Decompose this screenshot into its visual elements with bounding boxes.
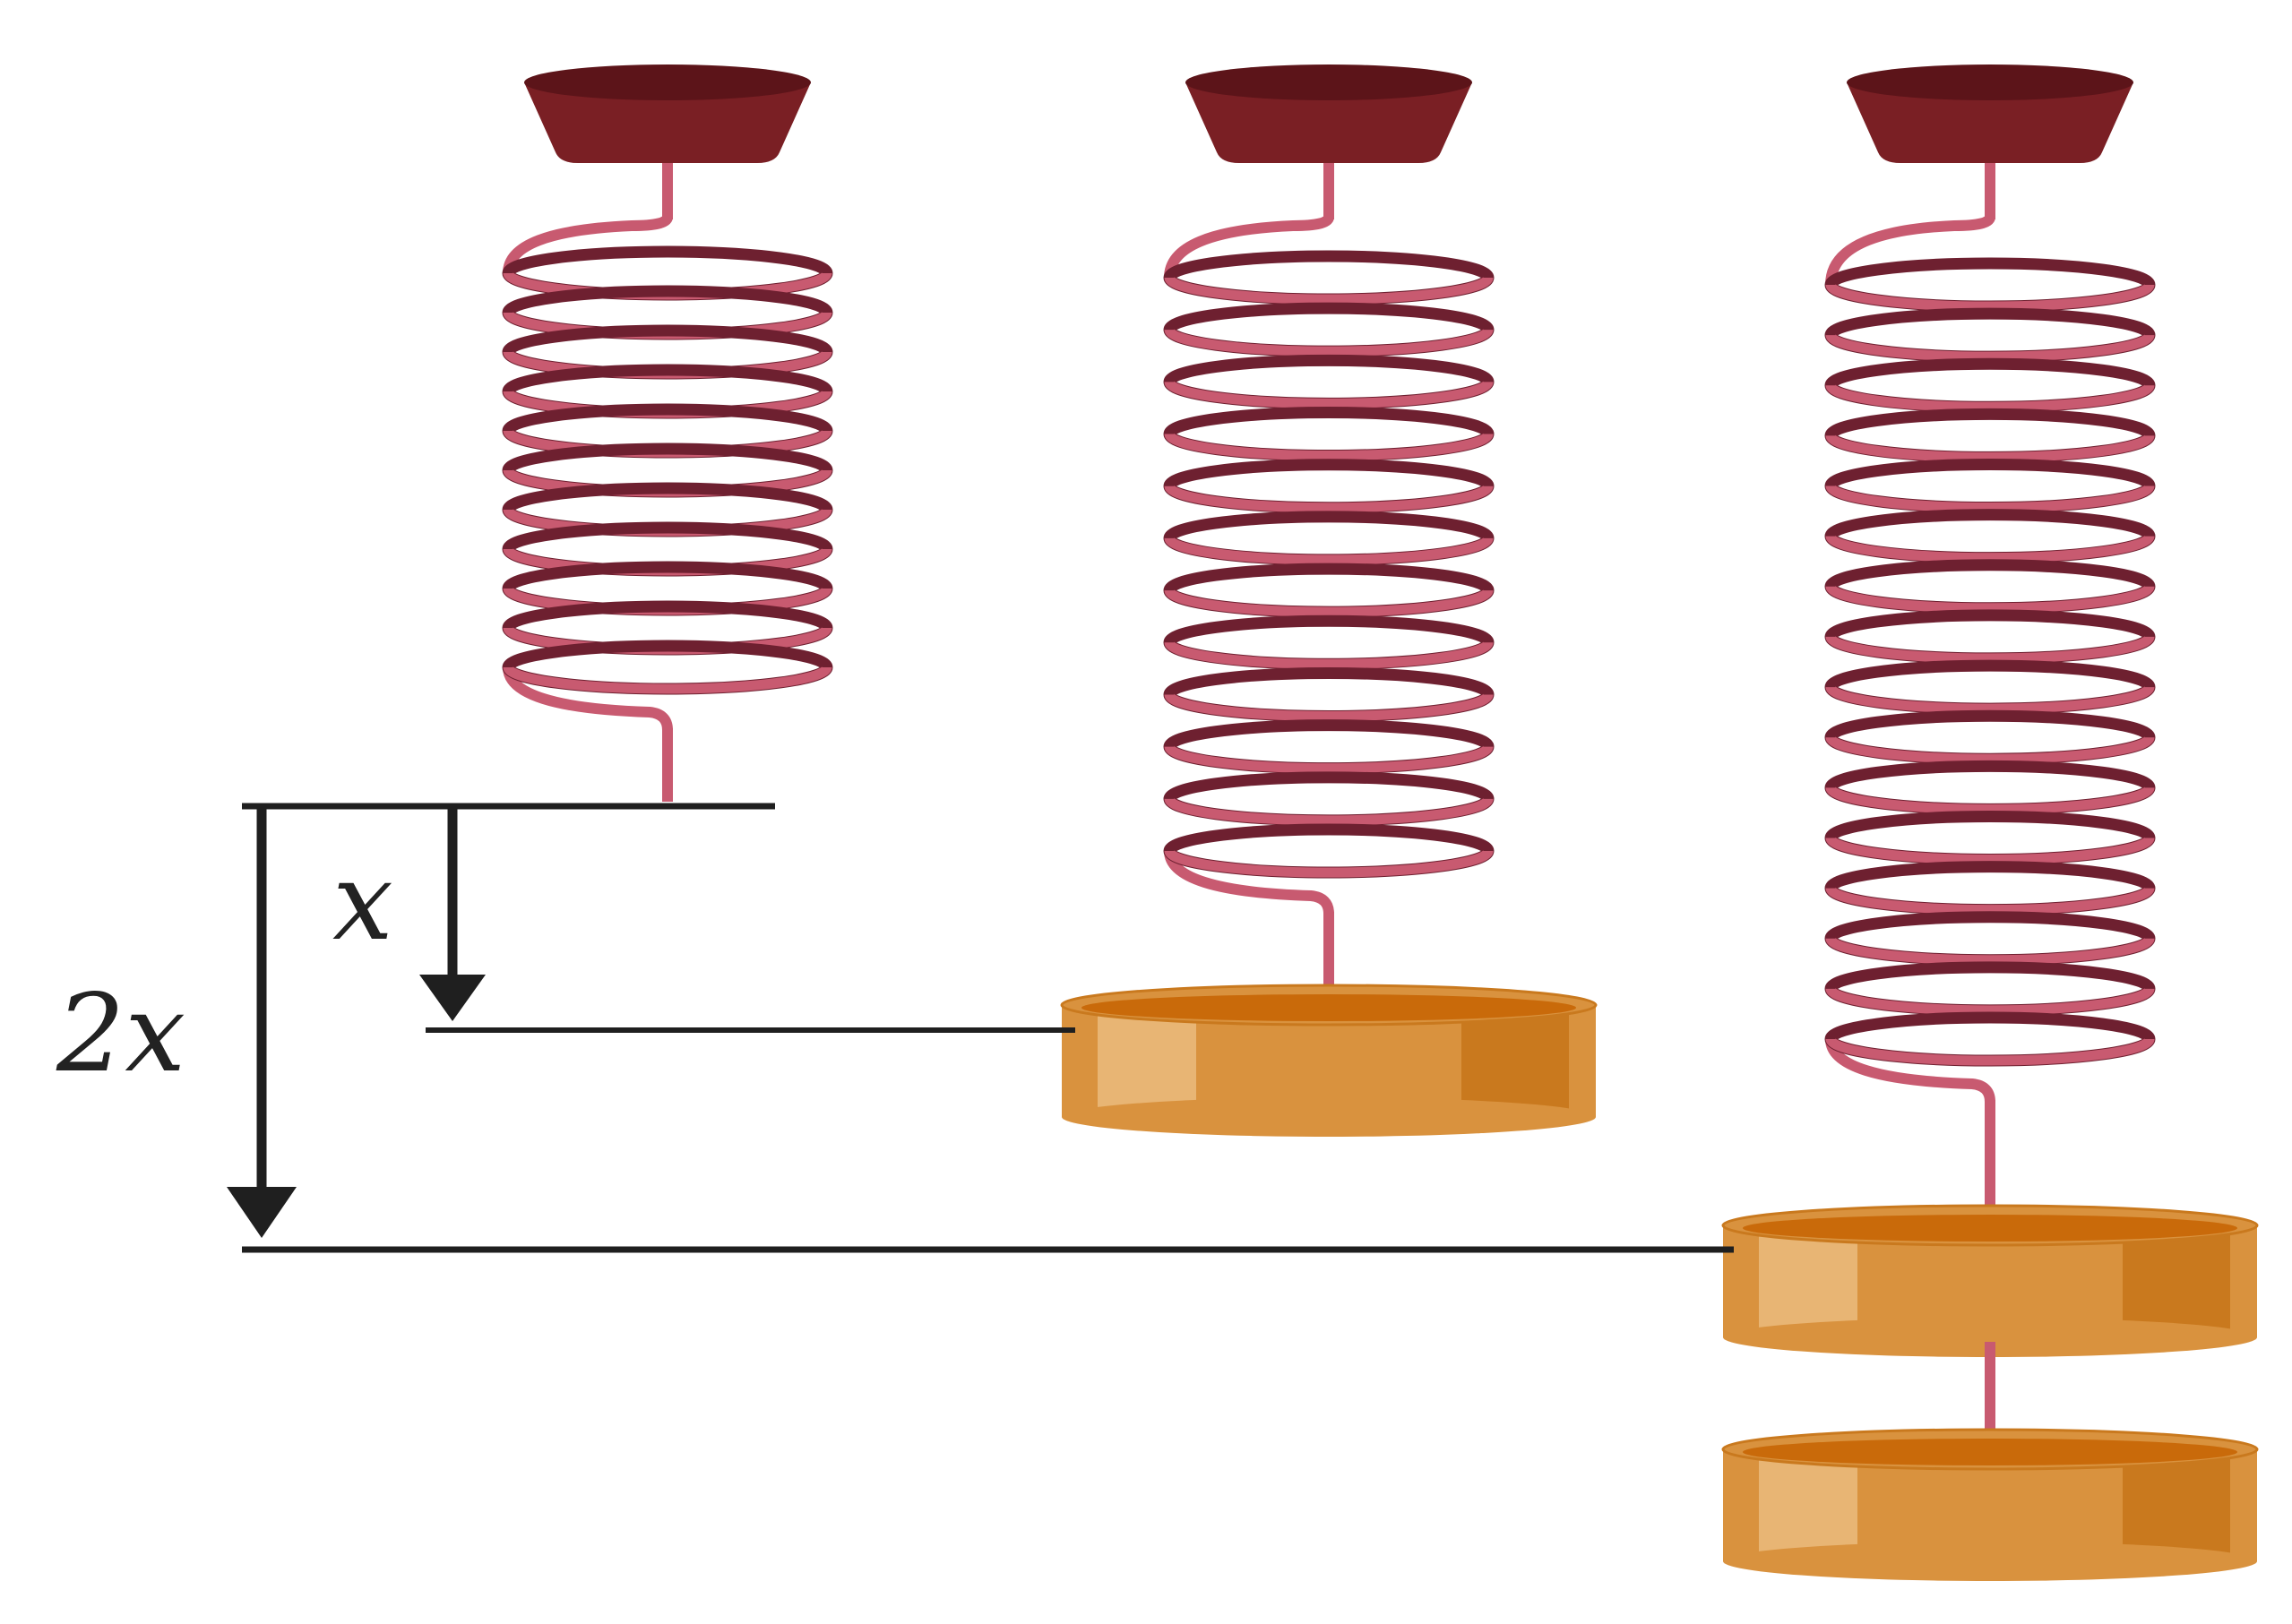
spring-1-bottom-lead xyxy=(503,666,673,731)
spring-3-mass-1-shade xyxy=(2123,1229,2230,1334)
spring-3-mass-1-highlight xyxy=(1759,1229,1857,1334)
spring-3-coil-front xyxy=(1825,836,2155,864)
spring-3-coil-front xyxy=(1825,987,2155,1016)
spring-3-coil-front xyxy=(1825,283,2155,312)
spring-3 xyxy=(1721,64,2259,1581)
spring-3-mount-top xyxy=(1847,64,2133,100)
spring-2-mass-1-shade xyxy=(1461,1009,1569,1113)
spring-3-coil-front xyxy=(1825,786,2155,814)
spring-3-mass-1-bottom-rim xyxy=(1723,1318,2257,1357)
spring-3-coil-front xyxy=(1825,635,2155,664)
extension-2x-arrow xyxy=(227,808,297,1238)
spring-2-mount-top xyxy=(1185,64,1472,100)
spring-3-mass-2-top-recess xyxy=(1743,1439,2237,1465)
spring-3-mass-2 xyxy=(1721,1428,2259,1581)
spring-3-coil-front xyxy=(1825,937,2155,966)
spring-2-coil-front xyxy=(1164,276,1494,305)
x-arrowhead xyxy=(419,975,486,1021)
spring-2-mass-1 xyxy=(1060,984,1598,1137)
spring-3-coil-front xyxy=(1825,585,2155,614)
spring-2-coil-front xyxy=(1164,485,1494,513)
x-label: x xyxy=(332,840,393,965)
spring-3-mass-2-highlight xyxy=(1759,1453,1857,1558)
2x-arrowhead xyxy=(227,1187,297,1238)
reference-lines xyxy=(242,803,1734,1253)
spring-3-mass-2-bottom-rim xyxy=(1723,1542,2257,1581)
spring-3-coil-front xyxy=(1825,484,2155,513)
spring-2-coil-front xyxy=(1164,328,1494,357)
spring-2-coil-front xyxy=(1164,380,1494,408)
spring-1-mount xyxy=(524,82,811,163)
spring-3-coil-front xyxy=(1825,685,2155,714)
spring-3-bottom-lead xyxy=(1825,1038,1995,1103)
spring-3-coil-front xyxy=(1825,886,2155,915)
spring-3-coil-front xyxy=(1825,735,2155,764)
spring-2-coil-front xyxy=(1164,849,1494,878)
spring-2-mount xyxy=(1185,82,1472,163)
spring-3-mass-1-top-recess xyxy=(1743,1215,2237,1242)
spring-3-top-lead xyxy=(1825,215,1995,286)
spring-2-coil-front xyxy=(1164,537,1494,565)
spring-1-mount-top xyxy=(524,64,811,100)
spring-2-mass-1-highlight xyxy=(1098,1009,1196,1113)
spring-2-bottom-lead xyxy=(1164,850,1334,915)
spring-2-coil-front xyxy=(1164,797,1494,826)
spring-3-coil-front xyxy=(1825,383,2155,412)
spring-2-coil-front xyxy=(1164,432,1494,461)
spring-1 xyxy=(502,64,833,802)
spring-2-mass-1-top-recess xyxy=(1081,994,1576,1021)
spring-2-coil-front xyxy=(1164,744,1494,774)
spring-3-coil-front xyxy=(1825,434,2155,462)
springs-layer xyxy=(502,64,2259,1581)
spring-1-coil-front xyxy=(503,666,832,694)
spring-2-coil-front xyxy=(1164,589,1494,617)
spring-2-coil-front xyxy=(1164,640,1494,669)
spring-3-coil-front xyxy=(1825,333,2155,362)
spring-3-mass-2-shade xyxy=(2123,1453,2230,1558)
spring-2-top-lead xyxy=(1164,215,1334,279)
spring-3-coil-front xyxy=(1825,1037,2155,1066)
spring-1-top-lead xyxy=(503,215,673,274)
spring-2-mass-1-bottom-rim xyxy=(1062,1097,1596,1137)
spring-2-coil-front xyxy=(1164,692,1494,721)
spring-3-mount xyxy=(1847,82,2133,163)
spring-3-mass-1 xyxy=(1721,1204,2259,1357)
extension-x-arrow xyxy=(419,808,486,1021)
spring-2 xyxy=(1060,64,1598,1137)
2x-label: 2x xyxy=(56,972,185,1096)
spring-3-coil-front xyxy=(1825,535,2155,563)
